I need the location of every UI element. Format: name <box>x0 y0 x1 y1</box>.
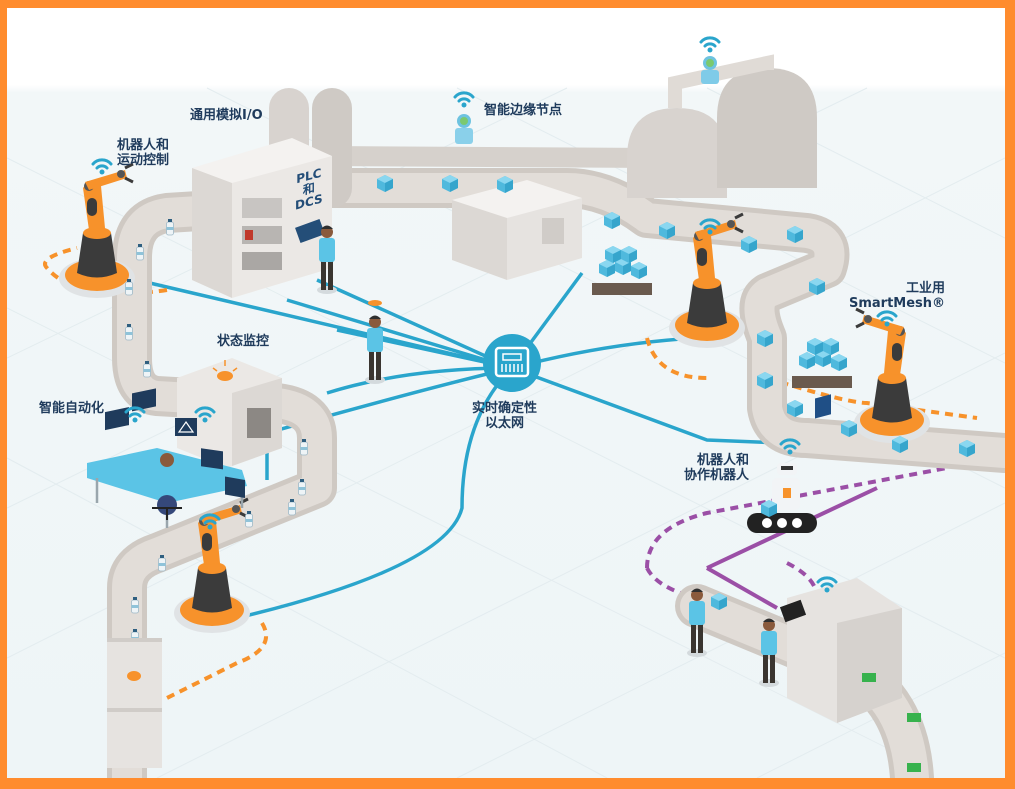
edge-node-sensor <box>453 91 475 144</box>
label-status-monitoring: 状态监控 <box>217 334 270 349</box>
packing-machine <box>787 394 921 772</box>
label-smart-automation: 智能自动化 <box>39 401 105 416</box>
edge-compute-box <box>452 180 582 280</box>
label-line: 协作机器人 <box>684 468 750 483</box>
label-line: 机器人和 <box>117 138 170 153</box>
warning-beacon-icon <box>127 671 141 681</box>
ethernet-port-icon <box>494 346 530 378</box>
label-edge-node: 智能边缘节点 <box>484 103 563 118</box>
collaborative-robot <box>747 438 817 533</box>
inspection-station-bottom <box>107 638 162 768</box>
label-smartmesh: 工业用 SmartMesh® <box>849 281 945 311</box>
inspection-tunnel <box>177 358 282 468</box>
box-cart-2 <box>792 338 852 388</box>
box-cart-1 <box>592 246 652 295</box>
control-desk <box>87 388 247 528</box>
ethernet-hub[interactable] <box>483 334 541 392</box>
factory-scene <box>7 8 1005 778</box>
warning-triangle-icon <box>177 420 195 433</box>
label-realtime-ethernet: 实时确定性 以太网 <box>472 401 537 431</box>
warning-beacon-icon <box>217 371 233 381</box>
flow-meter <box>701 70 719 84</box>
cobot-track-link <box>706 566 778 610</box>
plc-dcs-cabinet <box>192 138 332 298</box>
label-line: 机器人和 <box>697 453 750 468</box>
label-analog-io: 通用模拟I/O <box>190 108 263 123</box>
label-robot-motion-control: 机器人和 运动控制 <box>117 138 169 168</box>
operator-plc <box>295 219 337 294</box>
label-line: 实时确定性 <box>472 401 538 416</box>
label-line: 工业用 <box>906 281 946 296</box>
label-cobot: 机器人和 协作机器人 <box>684 453 749 483</box>
label-line: SmartMesh® <box>849 296 946 311</box>
label-plc-dcs: PLC 和 DCS <box>295 166 323 213</box>
label-line: 以太网 <box>485 416 525 431</box>
diagram-frame: 机器人和 运动控制 通用模拟I/O 智能边缘节点 PLC 和 DCS 状态监控 … <box>7 8 1005 778</box>
label-line: 运动控制 <box>117 153 170 168</box>
